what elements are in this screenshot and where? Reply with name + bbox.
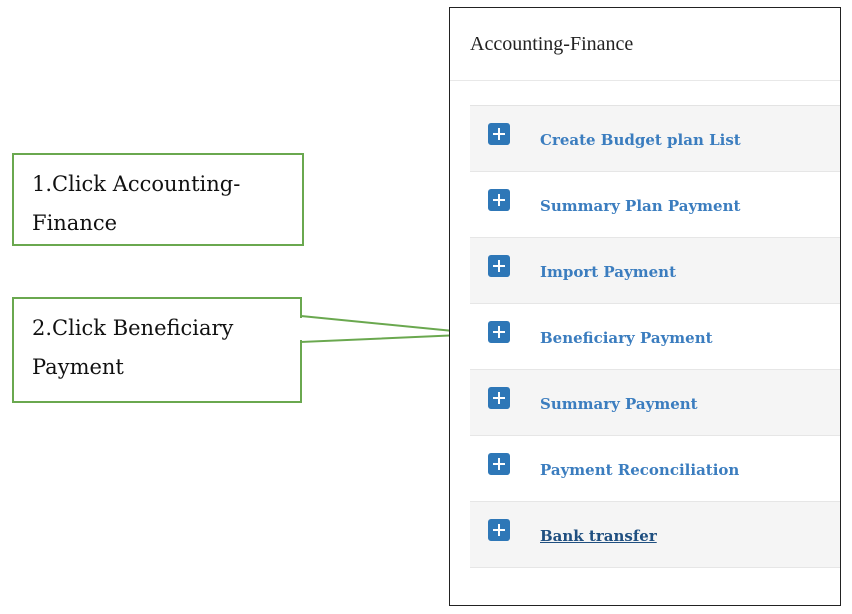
- callout-step-2-line-1: 2.Click Beneficiary: [32, 316, 234, 340]
- callout-step-1-line-1: 1.Click Accounting-: [32, 172, 241, 196]
- menu-item-import-payment[interactable]: Import Payment: [470, 238, 840, 304]
- menu-item-summary-payment[interactable]: Summary Payment: [470, 370, 840, 436]
- menu-item-label[interactable]: Bank transfer: [540, 527, 657, 545]
- menu-item-bank-transfer[interactable]: Bank transfer: [470, 502, 840, 568]
- menu-item-beneficiary-payment[interactable]: Beneficiary Payment: [470, 304, 840, 370]
- plus-icon[interactable]: [488, 123, 510, 145]
- menu-item-label[interactable]: Create Budget plan List: [540, 131, 741, 149]
- callout-step-2-line-2: Payment: [32, 355, 124, 379]
- plus-icon[interactable]: [488, 519, 510, 541]
- menu-item-summary-plan-payment[interactable]: Summary Plan Payment: [470, 172, 840, 238]
- plus-icon[interactable]: [488, 255, 510, 277]
- menu-item-label[interactable]: Summary Plan Payment: [540, 197, 741, 215]
- callout-step-1-line-2: Finance: [32, 211, 118, 235]
- plus-icon[interactable]: [488, 453, 510, 475]
- plus-icon[interactable]: [488, 321, 510, 343]
- menu-item-label[interactable]: Payment Reconciliation: [540, 461, 740, 479]
- menu-item-label[interactable]: Beneficiary Payment: [540, 329, 713, 347]
- menu-item-label[interactable]: Summary Payment: [540, 395, 698, 413]
- pointer-join-mask: [299, 318, 303, 340]
- menu-item-payment-reconciliation[interactable]: Payment Reconciliation: [470, 436, 840, 502]
- panel-menu: Create Budget plan List Summary Plan Pay…: [470, 105, 840, 568]
- callout-step-1: 1.Click Accounting- Finance: [12, 153, 304, 246]
- plus-icon[interactable]: [488, 387, 510, 409]
- callout-step-2: 2.Click Beneficiary Payment: [12, 297, 302, 403]
- menu-item-create-budget-plan-list[interactable]: Create Budget plan List: [470, 106, 840, 172]
- panel-title[interactable]: Accounting-Finance: [450, 8, 840, 81]
- accounting-finance-panel: Accounting-Finance Create Budget plan Li…: [449, 7, 841, 606]
- plus-icon[interactable]: [488, 189, 510, 211]
- menu-item-label[interactable]: Import Payment: [540, 263, 676, 281]
